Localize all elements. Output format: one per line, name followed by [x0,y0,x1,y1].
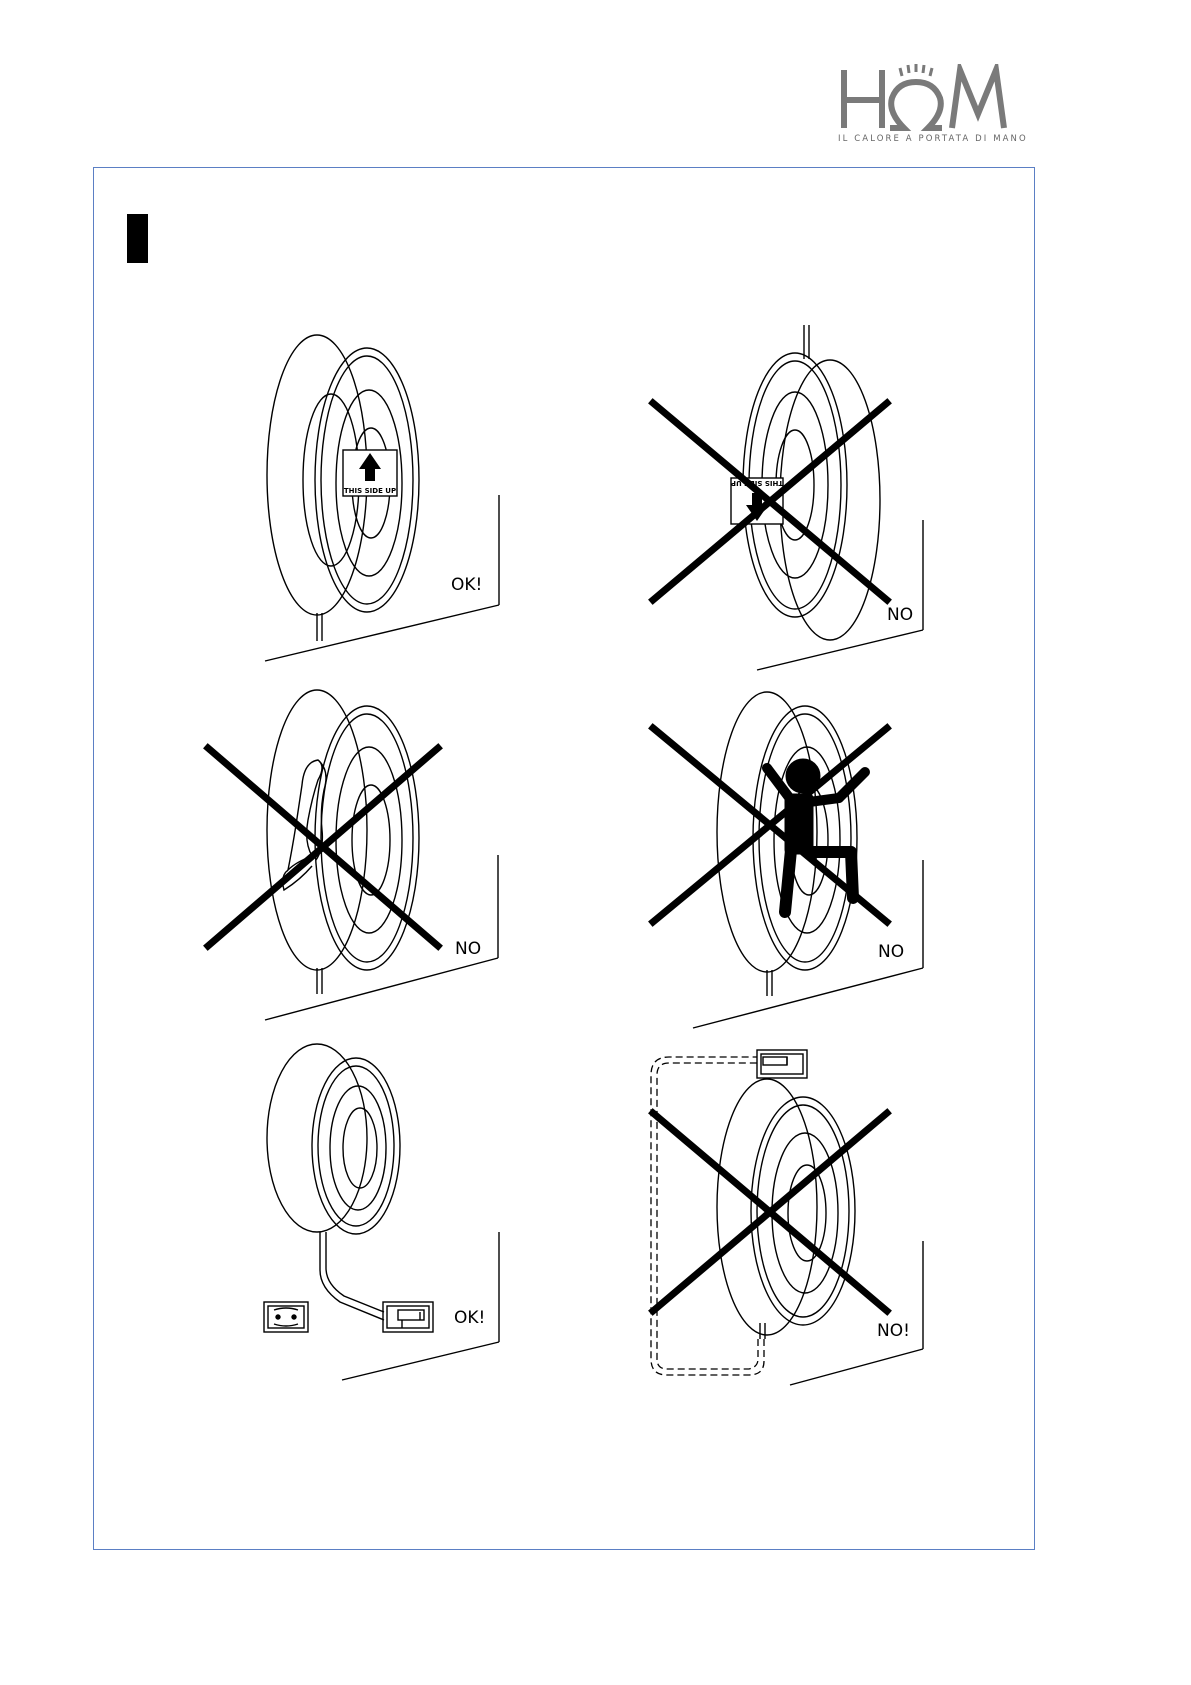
verdict-label: OK! [451,575,482,595]
verdict-label: NO [887,605,913,625]
panel-mount-upright: THIS SIDE UP OK! [255,325,515,665]
brand-logo: IL CALORE A PORTATA DI MANO [838,64,1028,150]
sign-label: THIS SIDE UP [731,479,783,487]
electric-plug-icon [383,1302,433,1332]
prohibited-cross-icon [208,748,438,946]
sign-label: THIS SIDE UP [344,487,396,495]
heater-upright-illustration: THIS SIDE UP [255,325,515,665]
heater-cord-ok-illustration [260,1040,515,1385]
prohibited-cross-icon [653,403,887,600]
section-marker [127,214,148,263]
panel-climb-on-heater: NO [645,690,935,1030]
verdict-label: OK! [454,1308,485,1328]
verdict-label: NO! [877,1321,910,1341]
logo-tagline: IL CALORE A PORTATA DI MANO [838,134,1028,144]
verdict-label: NO [878,942,904,962]
hom-logo-icon [838,64,1028,134]
panel-cord-to-socket: OK! [260,1040,515,1385]
heater-covered-illustration [200,690,510,1020]
heater-climbing-illustration [645,690,935,1030]
verdict-label: NO [455,939,481,959]
panel-cover-with-cloth: NO [200,690,510,1020]
prohibited-cross-icon [653,1113,887,1311]
panel-cord-behind-heater: NO! [645,1045,935,1390]
panel-mount-upside-down: THIS SIDE UP NO [645,325,935,670]
wall-socket-icon [264,1302,308,1332]
electric-plug-icon [757,1050,807,1078]
